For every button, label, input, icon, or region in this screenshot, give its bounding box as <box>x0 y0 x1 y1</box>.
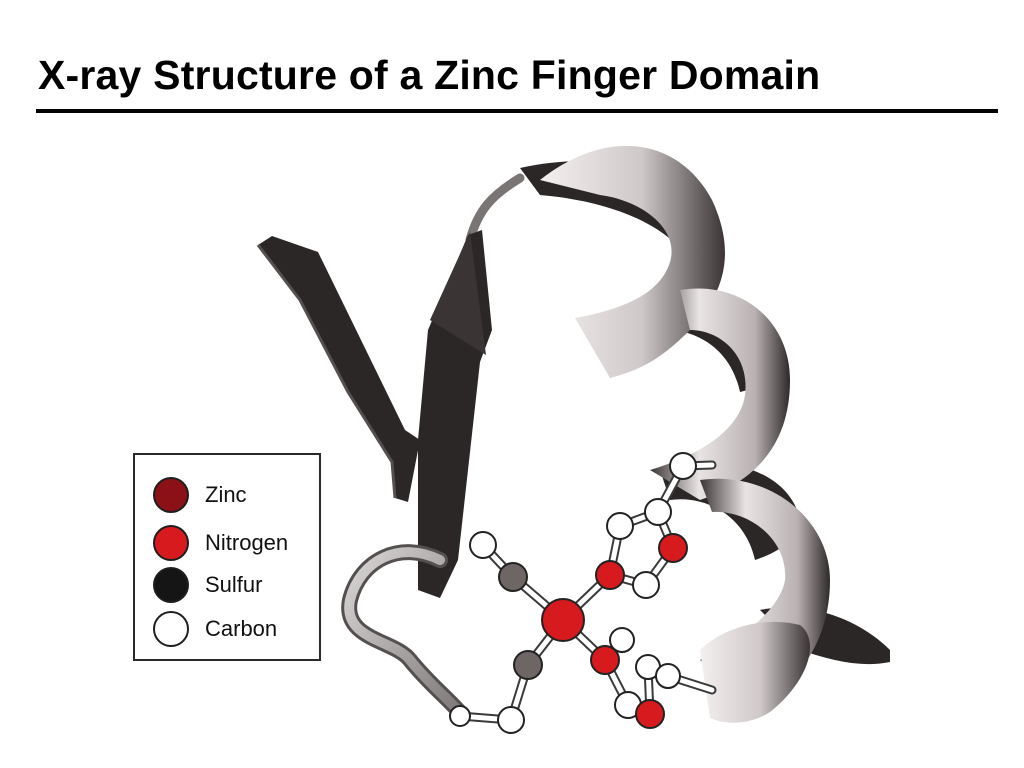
helix-front-turn-1 <box>540 145 725 378</box>
nitrogen-swatch-icon <box>153 525 189 561</box>
slide-title: X-ray Structure of a Zinc Finger Domain <box>38 52 821 98</box>
nitrogen-atom <box>658 533 688 563</box>
carbon-atom <box>609 627 635 653</box>
zinc-atom <box>541 598 585 642</box>
legend-label: Sulfur <box>205 572 263 597</box>
connecting-loop-top <box>465 173 525 245</box>
legend-label: Nitrogen <box>205 530 289 555</box>
carbon-atom <box>469 531 497 559</box>
helix-front-turn-4 <box>700 621 810 723</box>
nitrogen-atom <box>590 645 620 675</box>
legend-label: Carbon <box>205 616 278 641</box>
atom-legend: Zinc Nitrogen Sulfur Carbon <box>133 453 321 661</box>
ligand-gray-atom <box>513 650 543 680</box>
helix-front-turn-2 <box>650 288 790 500</box>
carbon-atom <box>606 512 634 540</box>
beta-strand-1 <box>258 236 420 502</box>
helix-front-ribbons <box>540 145 830 723</box>
carbon-atom <box>655 663 681 689</box>
beta-strand-1-edge <box>256 244 397 499</box>
legend-item-nitrogen: Nitrogen <box>153 523 288 563</box>
connecting-loop-bottom-highlight <box>344 547 467 720</box>
ligand-gray-atom <box>498 562 528 592</box>
ligand-atoms <box>449 452 697 734</box>
title-rule <box>36 109 998 113</box>
legend-label: Zinc <box>205 482 247 507</box>
carbon-atom <box>669 452 697 480</box>
sulfur-swatch-icon <box>153 567 189 603</box>
legend-item-zinc: Zinc <box>153 475 247 515</box>
nitrogen-atom <box>595 560 625 590</box>
carbon-atom <box>644 498 672 526</box>
carbon-swatch-icon <box>153 611 189 647</box>
nitrogen-atom <box>635 699 665 729</box>
carbon-atom <box>497 706 525 734</box>
beta-strand-2-arrow <box>430 232 486 355</box>
zinc-finger-structure-diagram <box>256 145 890 734</box>
carbon-atom <box>449 705 471 727</box>
carbon-atom <box>632 571 660 599</box>
legend-item-carbon: Carbon <box>153 609 277 649</box>
zinc-swatch-icon <box>153 477 189 513</box>
legend-item-sulfur: Sulfur <box>153 565 262 605</box>
